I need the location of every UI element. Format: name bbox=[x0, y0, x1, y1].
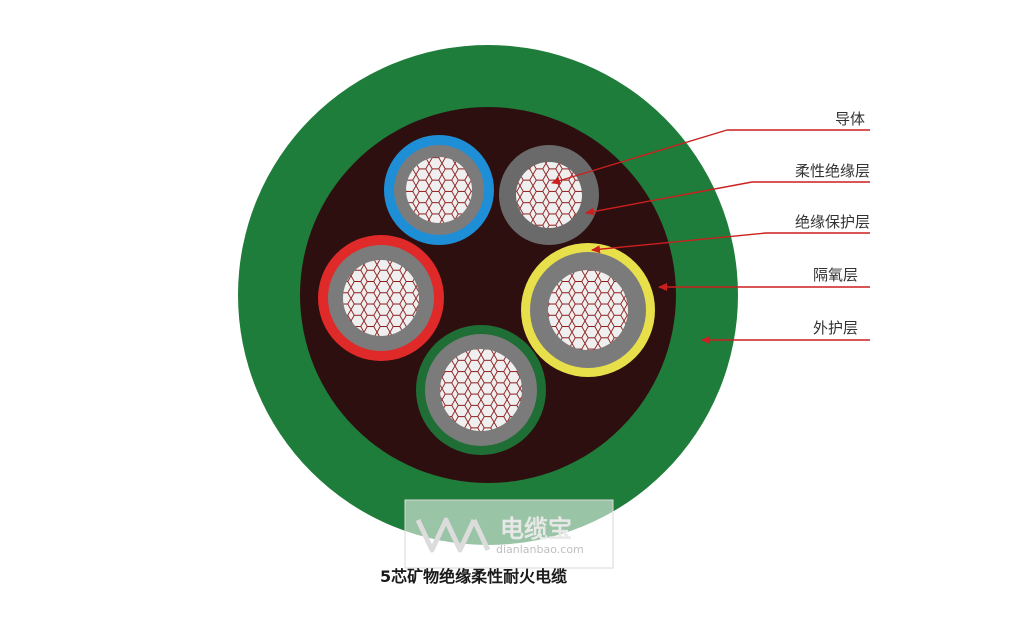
label-flexible-insulation: 柔性绝缘层 bbox=[795, 162, 870, 180]
leader-conductor-arrow bbox=[551, 129, 728, 185]
core-blue bbox=[384, 135, 494, 245]
watermark-logo bbox=[415, 517, 491, 553]
leader-lines bbox=[551, 129, 870, 344]
label-conductor: 导体 bbox=[835, 110, 865, 128]
label-oxygen-barrier: 隔氧层 bbox=[813, 266, 858, 284]
core-yellow bbox=[521, 243, 655, 377]
label-insulation-protection: 绝缘保护层 bbox=[795, 213, 870, 231]
watermark-brand: 电缆宝 bbox=[500, 515, 572, 543]
label-outer-sheath: 外护层 bbox=[813, 319, 858, 337]
watermark: 电缆宝 dianlanbao.com bbox=[404, 499, 614, 569]
core-green bbox=[416, 325, 546, 455]
watermark-url: dianlanbao.com bbox=[496, 543, 584, 556]
core-red bbox=[318, 235, 444, 361]
leader-flexible-insulation-arrow bbox=[585, 181, 753, 216]
core-grey bbox=[499, 145, 599, 245]
leader-insulation-protection-arrow bbox=[591, 232, 767, 254]
diagram-caption: 5芯矿物绝缘柔性耐火电缆 bbox=[380, 567, 567, 586]
